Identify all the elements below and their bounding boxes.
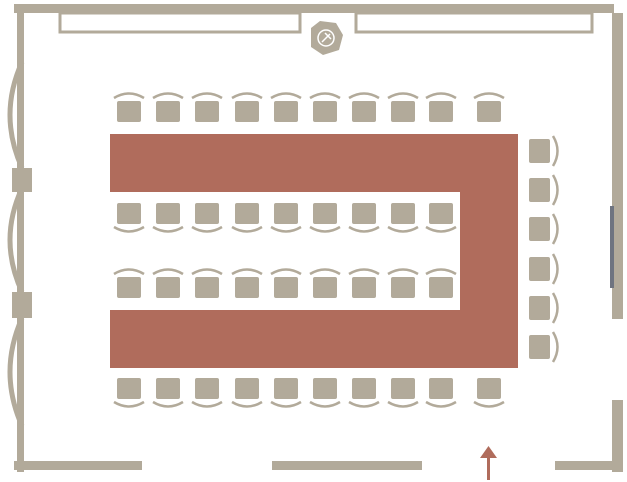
chair [151, 201, 185, 233]
chair [190, 92, 224, 124]
chair [112, 376, 146, 408]
chair [347, 376, 381, 408]
chair [190, 376, 224, 408]
chair [386, 92, 420, 124]
chair [112, 92, 146, 124]
chair [424, 92, 458, 124]
top-cabinet-right [354, 11, 594, 34]
chair [151, 268, 185, 300]
left-wall [17, 4, 24, 472]
table-bottom-arm [110, 310, 518, 368]
chair [424, 201, 458, 233]
chair [347, 201, 381, 233]
chair [386, 268, 420, 300]
right-wall [612, 13, 623, 319]
chair [190, 201, 224, 233]
chair [472, 376, 506, 408]
chair [190, 268, 224, 300]
window-pier [12, 292, 32, 318]
window-pier [12, 168, 32, 192]
chair [151, 92, 185, 124]
chair [527, 212, 559, 246]
window-bay [7, 186, 25, 294]
chair [527, 134, 559, 168]
bottom-wall [555, 461, 623, 470]
chair [424, 376, 458, 408]
chair [269, 376, 303, 408]
window-bay [7, 60, 25, 170]
bottom-wall [14, 461, 142, 470]
top-cabinet-left [58, 11, 302, 34]
chair [424, 268, 458, 300]
chair [527, 330, 559, 364]
room-walls [7, 4, 623, 472]
right-window [610, 206, 614, 288]
bottom-wall [272, 461, 422, 470]
chair [151, 376, 185, 408]
chair [230, 201, 264, 233]
projector-icon [311, 21, 343, 55]
chair [386, 201, 420, 233]
entrance-arrow-icon [480, 446, 497, 480]
chair [112, 201, 146, 233]
chair [308, 92, 342, 124]
window-bay [7, 316, 25, 428]
chair [269, 268, 303, 300]
chair [230, 92, 264, 124]
chair [472, 92, 506, 124]
chair [347, 92, 381, 124]
u-shape-table [110, 134, 518, 368]
chair [269, 92, 303, 124]
right-wall-lower [612, 400, 623, 472]
fixtures [311, 21, 497, 480]
chair [347, 268, 381, 300]
chair [230, 268, 264, 300]
chair [386, 376, 420, 408]
top-wall [14, 4, 614, 13]
chair [527, 291, 559, 325]
chair [308, 201, 342, 233]
chair [112, 268, 146, 300]
table-top-arm [110, 134, 518, 192]
chair [308, 376, 342, 408]
chair [269, 201, 303, 233]
chair [527, 252, 559, 286]
chair [527, 173, 559, 207]
chair [308, 268, 342, 300]
chair [230, 376, 264, 408]
